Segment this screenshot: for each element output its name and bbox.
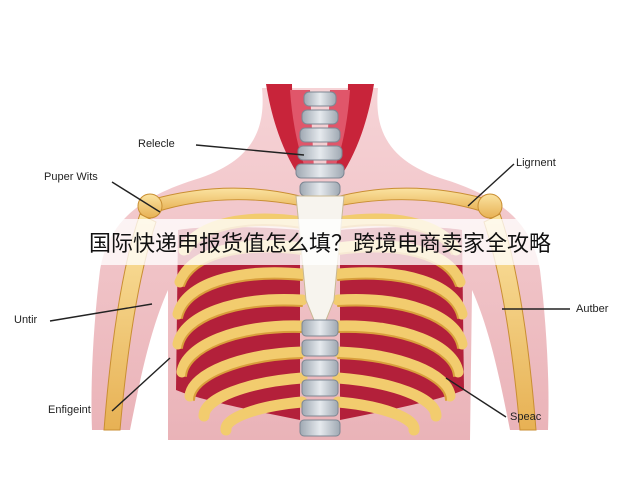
label-autber: Autber	[576, 303, 609, 315]
humerus-left	[103, 213, 157, 431]
cervical-spine	[295, 91, 345, 197]
label-relecle: Relecle	[138, 138, 175, 150]
shoulder-joint-right	[477, 193, 503, 219]
thoracic-spine	[299, 319, 341, 437]
label-puper-wits: Puper Wits	[44, 171, 98, 183]
banner-title: 国际快递申报货值怎么填？跨境电商卖家全攻略	[88, 232, 551, 257]
humerus-right	[483, 213, 537, 431]
leader-lines	[49, 144, 570, 418]
label-untir: Untir	[14, 314, 38, 326]
label-enfigent: Enfigeint	[48, 404, 91, 416]
title-banner	[0, 219, 640, 265]
label-speac: Speac	[510, 411, 542, 423]
label-ligament: Ligrnent	[516, 157, 556, 169]
